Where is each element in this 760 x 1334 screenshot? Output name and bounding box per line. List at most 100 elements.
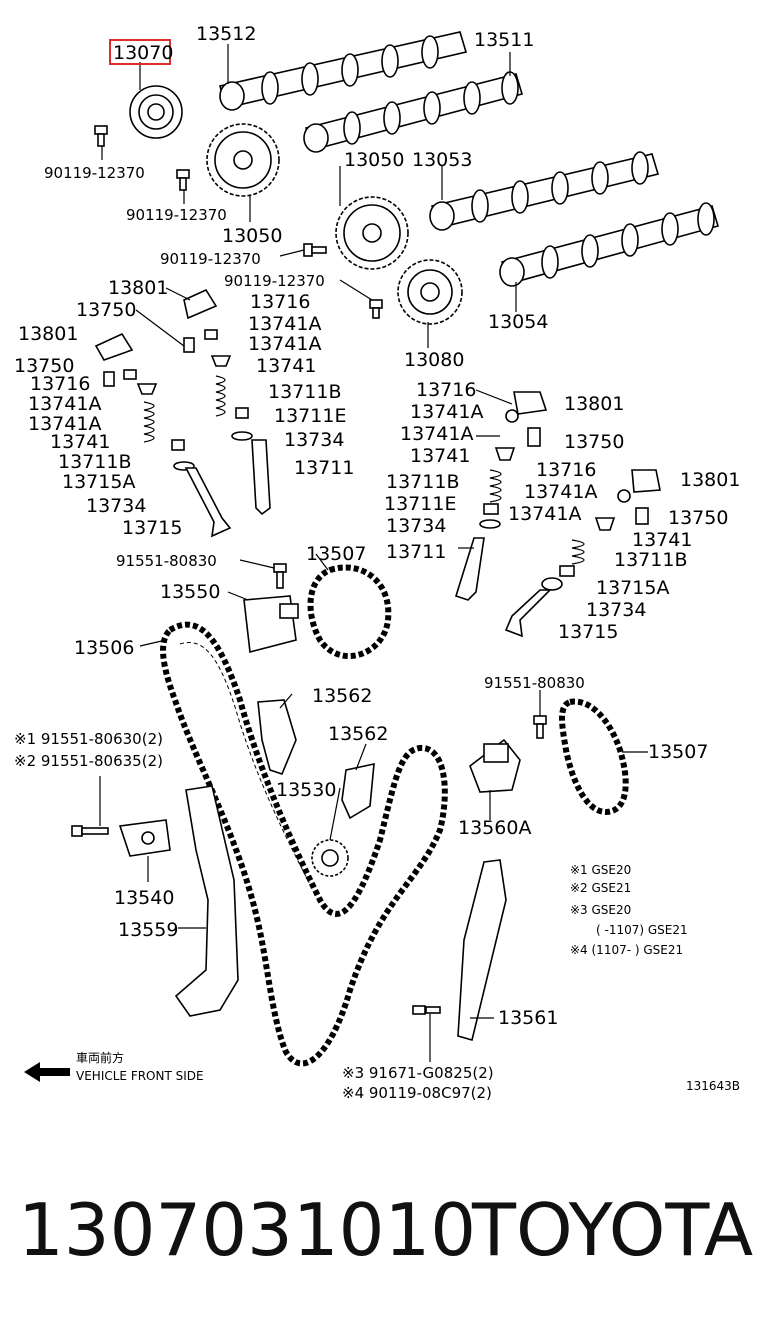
- label-bolt-4[interactable]: ※4 90119-08C97(2): [342, 1084, 492, 1102]
- label-91551-80830[interactable]: 91551-80830: [484, 674, 585, 692]
- label-13741A[interactable]: 13741A: [508, 503, 581, 525]
- label-13750[interactable]: 13750: [14, 355, 74, 377]
- label-13050[interactable]: 13050: [222, 225, 282, 247]
- camshaft-13054: [499, 202, 720, 287]
- label-13750[interactable]: 13750: [76, 299, 136, 321]
- label-13711B[interactable]: 13711B: [268, 381, 341, 403]
- label-13741A[interactable]: 13741A: [400, 423, 473, 445]
- label-13512[interactable]: 13512: [196, 23, 256, 45]
- bolt-icons: [71, 125, 547, 1015]
- camshaft-13053: [429, 151, 660, 231]
- label-13711B[interactable]: 13711B: [386, 471, 459, 493]
- cam-chain-13507-right: [559, 698, 629, 816]
- part-labels: 13070 13512 13511 90119-12370 90119-1237…: [14, 23, 740, 1102]
- label-90119-12370[interactable]: 90119-12370: [224, 272, 325, 290]
- label-13070[interactable]: 13070: [113, 42, 173, 64]
- label-13734[interactable]: 13734: [284, 429, 344, 451]
- label-90119-12370[interactable]: 90119-12370: [160, 250, 261, 268]
- label-13734[interactable]: 13734: [386, 515, 446, 537]
- label-13053[interactable]: 13053: [412, 149, 472, 171]
- tensioner-13550: [243, 595, 299, 654]
- arrow-left-icon: [24, 1062, 70, 1082]
- label-13561[interactable]: 13561: [498, 1007, 558, 1029]
- label-13711B[interactable]: 13711B: [614, 549, 687, 571]
- label-13741[interactable]: 13741: [632, 529, 692, 551]
- label-13716[interactable]: 13716: [416, 379, 476, 401]
- brand: TOYOTA: [472, 1188, 754, 1272]
- label-13734[interactable]: 13734: [586, 599, 646, 621]
- tensioner-13540: [118, 819, 171, 857]
- label-13054[interactable]: 13054: [488, 311, 548, 333]
- valve-train-left: [94, 288, 271, 538]
- note-line: ※3 GSE20: [570, 903, 631, 917]
- label-13716[interactable]: 13716: [30, 373, 90, 395]
- label-13716[interactable]: 13716: [536, 459, 596, 481]
- label-13741[interactable]: 13741: [256, 355, 316, 377]
- note-line: ※2 GSE21: [570, 881, 631, 895]
- label-13507[interactable]: 13507: [306, 543, 366, 565]
- label-13530[interactable]: 13530: [276, 779, 336, 801]
- label-13750[interactable]: 13750: [668, 507, 728, 529]
- label-13559[interactable]: 13559: [118, 919, 178, 941]
- label-13734[interactable]: 13734: [86, 495, 146, 517]
- note-line: ※4 (1107- ) GSE21: [570, 943, 683, 957]
- label-13741A[interactable]: 13741A: [248, 313, 321, 335]
- label-13715[interactable]: 13715: [558, 621, 618, 643]
- label-13715A[interactable]: 13715A: [596, 577, 669, 599]
- camshaft-13511: [303, 71, 524, 153]
- label-13715[interactable]: 13715: [122, 517, 182, 539]
- label-13562[interactable]: 13562: [312, 685, 372, 707]
- vvt-gear-13080: [397, 259, 463, 325]
- label-13711E[interactable]: 13711E: [274, 405, 346, 427]
- valve-train-right: [455, 391, 661, 638]
- label-13801[interactable]: 13801: [108, 277, 168, 299]
- label-13711B[interactable]: 13711B: [58, 451, 131, 473]
- note-line: ※1 GSE20: [570, 863, 631, 877]
- label-13050[interactable]: 13050: [344, 149, 404, 171]
- label-13715A[interactable]: 13715A: [62, 471, 135, 493]
- label-13801[interactable]: 13801: [680, 469, 740, 491]
- label-13540[interactable]: 13540: [114, 887, 174, 909]
- label-13716[interactable]: 13716: [250, 291, 310, 313]
- label-13741A[interactable]: 13741A: [410, 401, 483, 423]
- label-13711[interactable]: 13711: [386, 541, 446, 563]
- label-13741A[interactable]: 13741A: [28, 393, 101, 415]
- label-13750[interactable]: 13750: [564, 431, 624, 453]
- leader-lines: [99, 44, 648, 1062]
- label-bolt-1[interactable]: ※1 91551-80630(2): [14, 730, 163, 748]
- label-13080[interactable]: 13080: [404, 349, 464, 371]
- guide-13559: [174, 785, 239, 1017]
- label-13801[interactable]: 13801: [18, 323, 78, 345]
- label-13741A[interactable]: 13741A: [28, 413, 101, 435]
- front-jp: 車両前方: [76, 1050, 124, 1065]
- label-bolt-2[interactable]: ※2 91551-80635(2): [14, 752, 163, 770]
- damper-13562-b: [341, 762, 375, 820]
- label-13711E[interactable]: 13711E: [384, 493, 456, 515]
- label-13562[interactable]: 13562: [328, 723, 388, 745]
- label-13741A[interactable]: 13741A: [248, 333, 321, 355]
- front-en: VEHICLE FRONT SIDE: [76, 1069, 204, 1083]
- label-13801[interactable]: 13801: [564, 393, 624, 415]
- label-91551-80830[interactable]: 91551-80830: [116, 552, 217, 570]
- footer: 1307031010 TOYOTA: [0, 1180, 760, 1280]
- label-13741[interactable]: 13741: [410, 445, 470, 467]
- label-90119-12370[interactable]: 90119-12370: [126, 206, 227, 224]
- label-bolt-3[interactable]: ※3 91671-G0825(2): [342, 1064, 494, 1082]
- label-13507[interactable]: 13507: [648, 741, 708, 763]
- label-13711[interactable]: 13711: [294, 457, 354, 479]
- label-90119-12370[interactable]: 90119-12370: [44, 164, 145, 182]
- label-13506[interactable]: 13506: [74, 637, 134, 659]
- label-13741[interactable]: 13741: [50, 431, 110, 453]
- label-13560A[interactable]: 13560A: [458, 817, 531, 839]
- label-13511[interactable]: 13511: [474, 29, 534, 51]
- diagram-code: 131643B: [686, 1079, 740, 1093]
- label-13550[interactable]: 13550: [160, 581, 220, 603]
- timing-chain-13506: [160, 621, 448, 1067]
- cam-chain-13507-left: [307, 564, 392, 660]
- vehicle-front-marker: 車両前方 VEHICLE FRONT SIDE: [24, 1050, 204, 1083]
- notes: ※1 GSE20 ※2 GSE21 ※3 GSE20 ( -1107) GSE2…: [570, 863, 688, 957]
- camshaft-13512: [219, 31, 468, 111]
- sprocket-13530: [311, 839, 349, 877]
- label-13741A[interactable]: 13741A: [524, 481, 597, 503]
